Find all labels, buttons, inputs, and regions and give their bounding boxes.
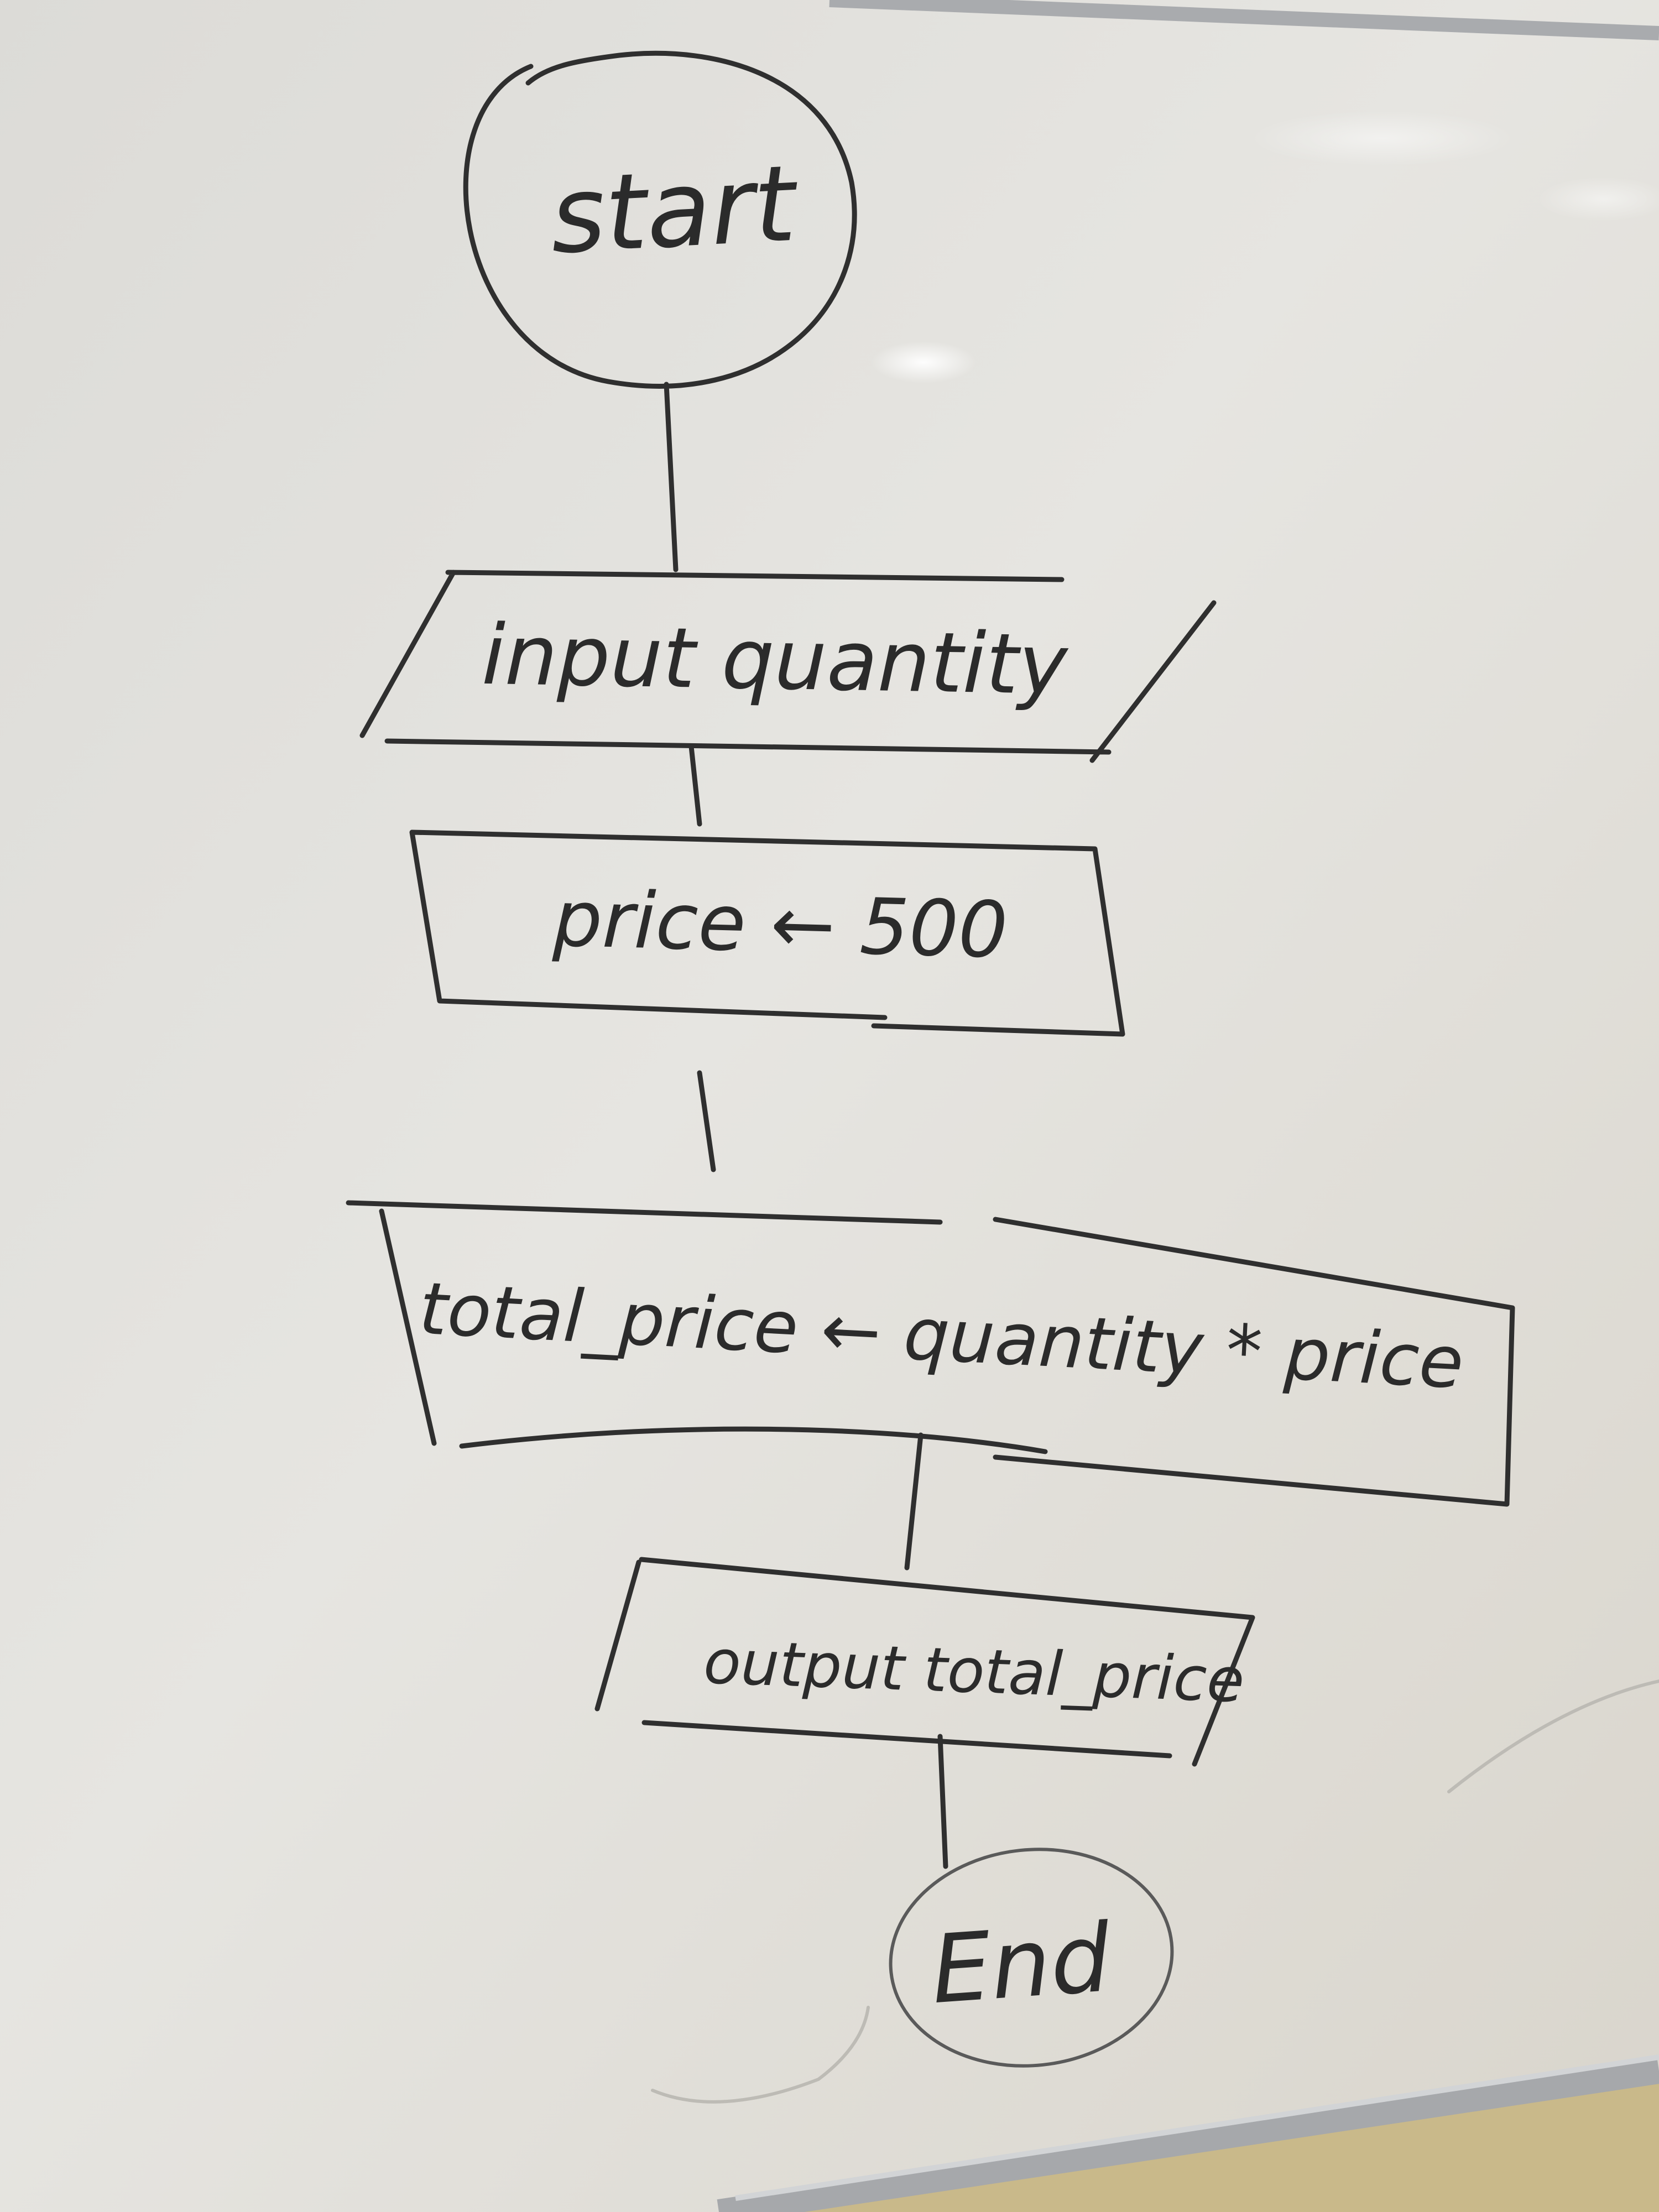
end-label: End	[928, 1903, 1114, 2025]
input-label: input quantity	[481, 607, 1070, 713]
input-data-node: input quantity	[359, 570, 1217, 763]
connector-output-end	[937, 1734, 948, 1869]
connector-total-output	[904, 1432, 924, 1571]
end-terminal: End	[889, 1848, 1174, 2068]
board-frame-highlight	[735, 2054, 1659, 2201]
connector-price-total	[697, 1070, 716, 1172]
board-frame-top	[829, 0, 1659, 40]
connector-input-price	[688, 744, 702, 827]
erased-mark	[651, 2006, 870, 2104]
erased-mark	[1447, 1679, 1659, 1793]
connector-start-input	[664, 382, 679, 572]
light-reflection	[1537, 177, 1659, 221]
start-terminal: start	[463, 50, 857, 389]
board-frame-bottom	[717, 2058, 1659, 2212]
price-assignment-process: price ← 500	[409, 830, 1125, 1037]
price-assignment-label: price ← 500	[551, 874, 1009, 975]
light-reflection	[871, 341, 976, 383]
start-label: start	[547, 142, 802, 277]
light-reflection	[1250, 111, 1515, 166]
